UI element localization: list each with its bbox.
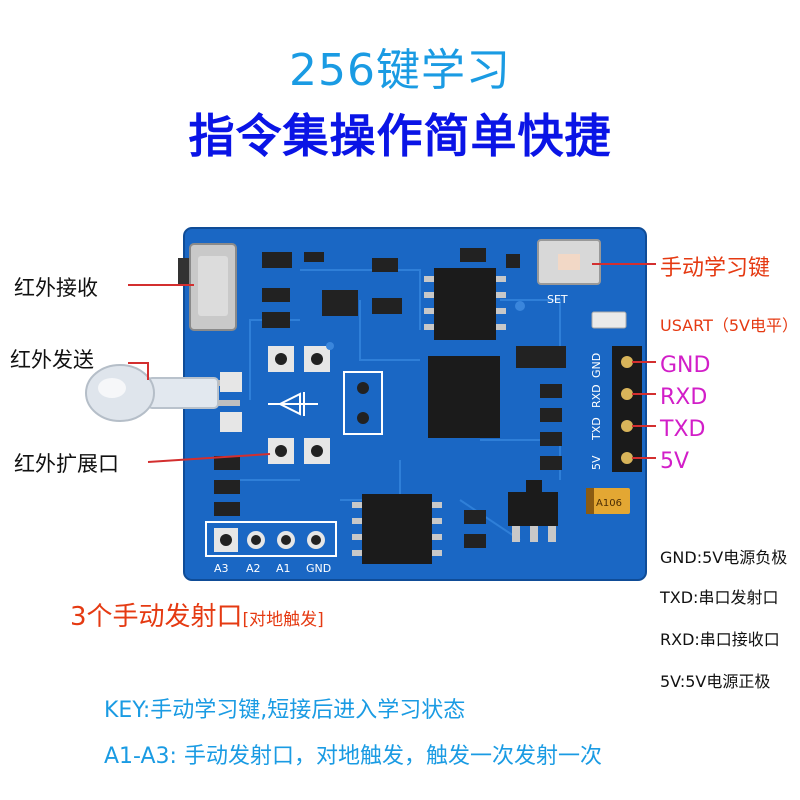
bottom-text-a1a3: A1-A3: 手动发射口，对地触发，触发一次发射一次	[104, 744, 602, 769]
ir-expand-pads	[220, 346, 383, 464]
diode-silk	[268, 392, 318, 416]
cap-silk: A106	[596, 498, 622, 509]
manual-port-header	[205, 521, 337, 557]
tantalum-capacitor	[586, 488, 630, 514]
pin-note-gnd: GND:5V电源负极	[660, 548, 788, 567]
power-led	[591, 311, 627, 329]
silk-a3: A3	[214, 562, 229, 575]
ir-receiver-component	[178, 243, 237, 331]
subtitle: 指令集操作简单快捷	[188, 109, 612, 163]
bottom-text-key: KEY:手动学习键,短接后进入学习状态	[104, 698, 466, 723]
silk-a2: A2	[246, 562, 261, 575]
silk-gnd-bottom: GND	[306, 562, 331, 575]
manual-ports-label: 3个手动发射口[对地触发]	[70, 596, 324, 633]
ir-led-component	[85, 364, 240, 422]
silk-txd: TXD	[590, 417, 603, 441]
label-rxd: RXD	[660, 385, 708, 410]
manual-ports-note: [对地触发]	[242, 610, 324, 630]
silk-a1: A1	[276, 562, 291, 575]
pin-note-5v: 5V:5V电源正极	[660, 672, 771, 691]
label-5v: 5V	[660, 449, 690, 474]
set-button-component	[537, 239, 601, 285]
label-manual-learn-key: 手动学习键	[660, 256, 771, 281]
silk-rxd: RXD	[590, 384, 603, 408]
label-txd: TXD	[660, 417, 706, 442]
label-ir-receive: 红外接收	[14, 276, 98, 300]
manual-ports-text: 3个手动发射口	[70, 602, 243, 632]
pin-note-rxd: RXD:串口接收口	[660, 630, 780, 649]
label-usart: USART（5V电平）	[660, 316, 798, 335]
label-gnd: GND	[660, 353, 711, 378]
set-silk: SET	[547, 293, 568, 306]
label-ir-expand: 红外扩展口	[14, 452, 119, 476]
uart-silk: 5V TXD RXD GND	[590, 353, 603, 470]
silk-5v: 5V	[590, 455, 603, 470]
annotation-lines	[128, 263, 656, 463]
silk-gnd: GND	[590, 353, 603, 378]
label-ir-send: 红外发送	[10, 348, 94, 372]
bottom-silk: A3 A2 A1 GND	[214, 562, 331, 575]
smd-parts	[214, 248, 566, 548]
title: 256键学习	[289, 45, 511, 96]
ic-chips	[352, 268, 558, 564]
pin-note-txd: TXD:串口发射口	[660, 588, 779, 607]
uart-header	[612, 346, 642, 472]
